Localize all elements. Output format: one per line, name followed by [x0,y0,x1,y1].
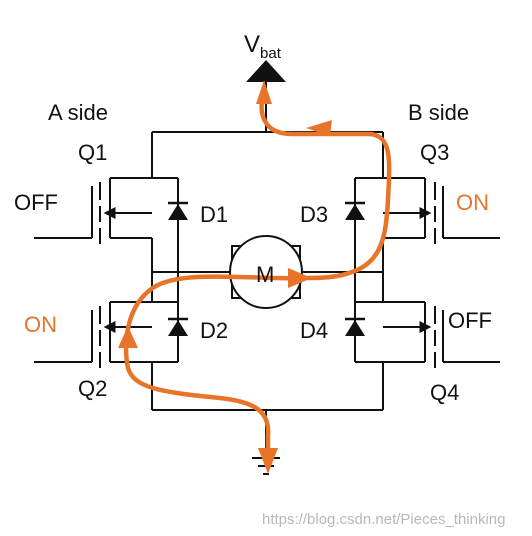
current-path [123,87,392,463]
diode-d2-label: D2 [200,318,228,343]
diode-d4-symbol [345,317,365,336]
diode-d3-label: D3 [300,202,328,227]
q4-state: OFF [448,308,492,333]
watermark: https://blog.csdn.net/Pieces_thinking [262,511,506,528]
vbat-terminal-icon [246,60,286,82]
transistor-q3 [383,178,500,244]
a-side-label: A side [48,100,108,125]
current-arrowheads [118,80,332,474]
q3-state: ON [456,190,489,215]
arrowhead-down-icon [258,448,278,474]
transistor-q1 [34,178,152,244]
diode-d2-symbol [168,317,188,336]
transistor-q4 [383,302,500,368]
arrowhead-right-icon [288,268,312,288]
arrowhead-left-icon [306,120,332,136]
vbat-label: Vbat [244,31,282,62]
diode-d1-symbol [168,201,188,220]
q3-label: Q3 [420,140,449,165]
motor-label: M [256,262,274,287]
q1-state: OFF [14,190,58,215]
b-side-label: B side [408,100,469,125]
arrowhead-up-icon-2 [118,326,138,348]
q2-label: Q2 [78,376,107,401]
q4-label: Q4 [430,380,459,405]
motor [229,235,303,309]
arrowhead-up-icon [256,80,272,104]
transistor-q2 [34,302,152,368]
diode-d1-label: D1 [200,202,228,227]
q1-label: Q1 [78,140,107,165]
diode-d3-symbol [345,201,365,220]
q2-state: ON [24,312,57,337]
diode-d4-label: D4 [300,318,328,343]
